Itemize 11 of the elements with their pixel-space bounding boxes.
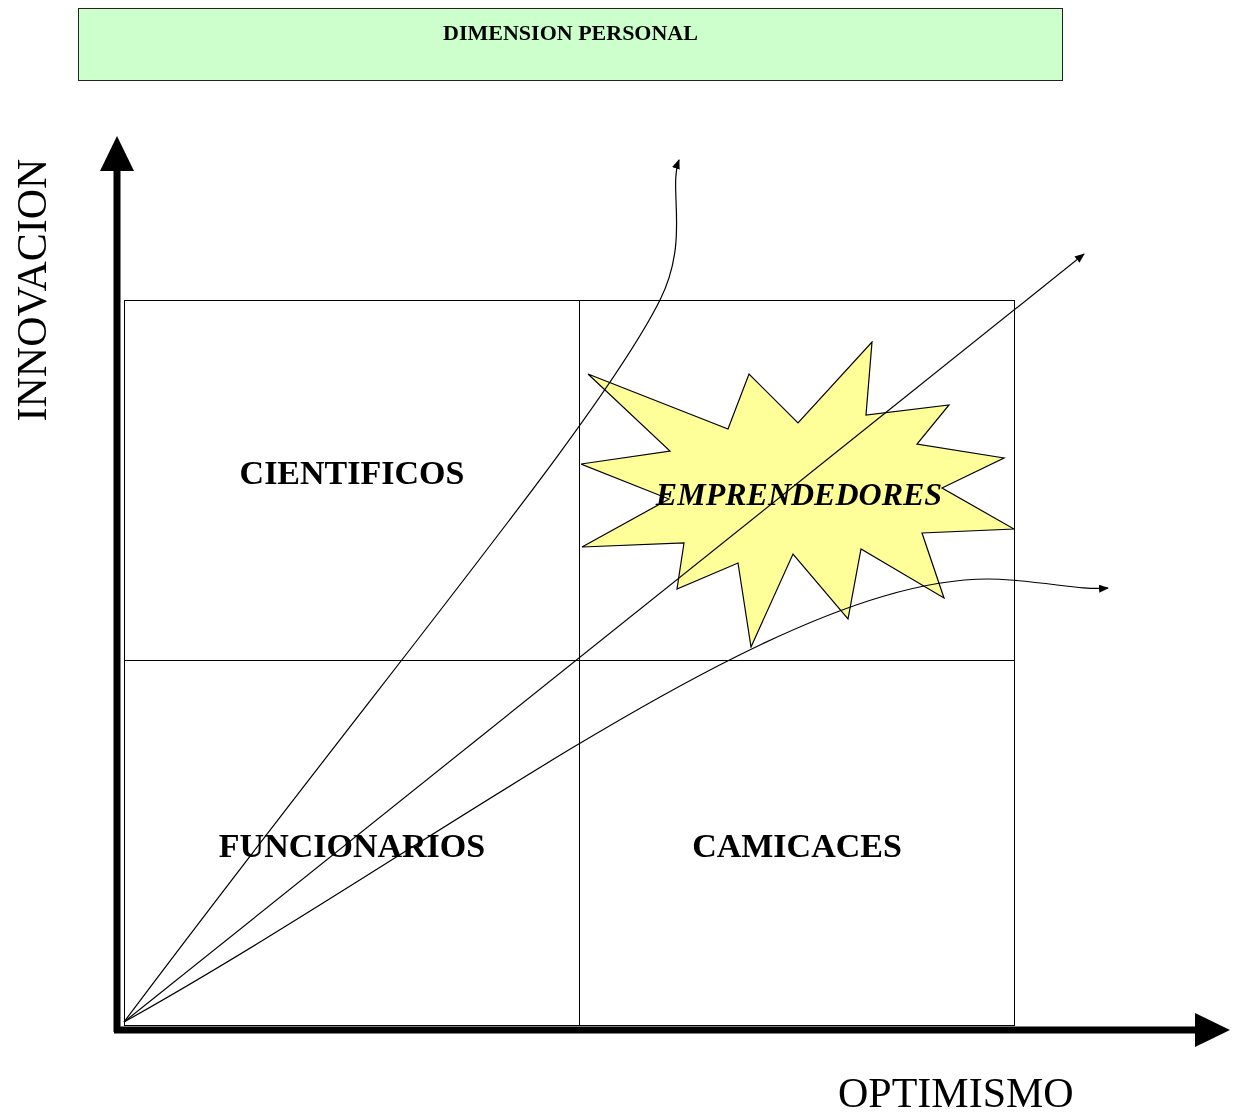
quadrant-cell	[579, 660, 1015, 1026]
starburst-shape	[581, 341, 1015, 648]
axis-label: OPTIMISMO	[838, 1072, 1074, 1114]
node-label: DIMENSION PERSONAL	[443, 19, 698, 46]
title-box	[78, 8, 1063, 81]
quadrant-cell	[124, 300, 580, 661]
node-label: CAMICACES	[692, 827, 902, 865]
quadrant-cell	[124, 660, 580, 1026]
node-label: CIENTIFICOS	[239, 453, 465, 492]
axis-label: INNOVACION	[10, 158, 53, 422]
quadrant-cell	[579, 300, 1015, 661]
